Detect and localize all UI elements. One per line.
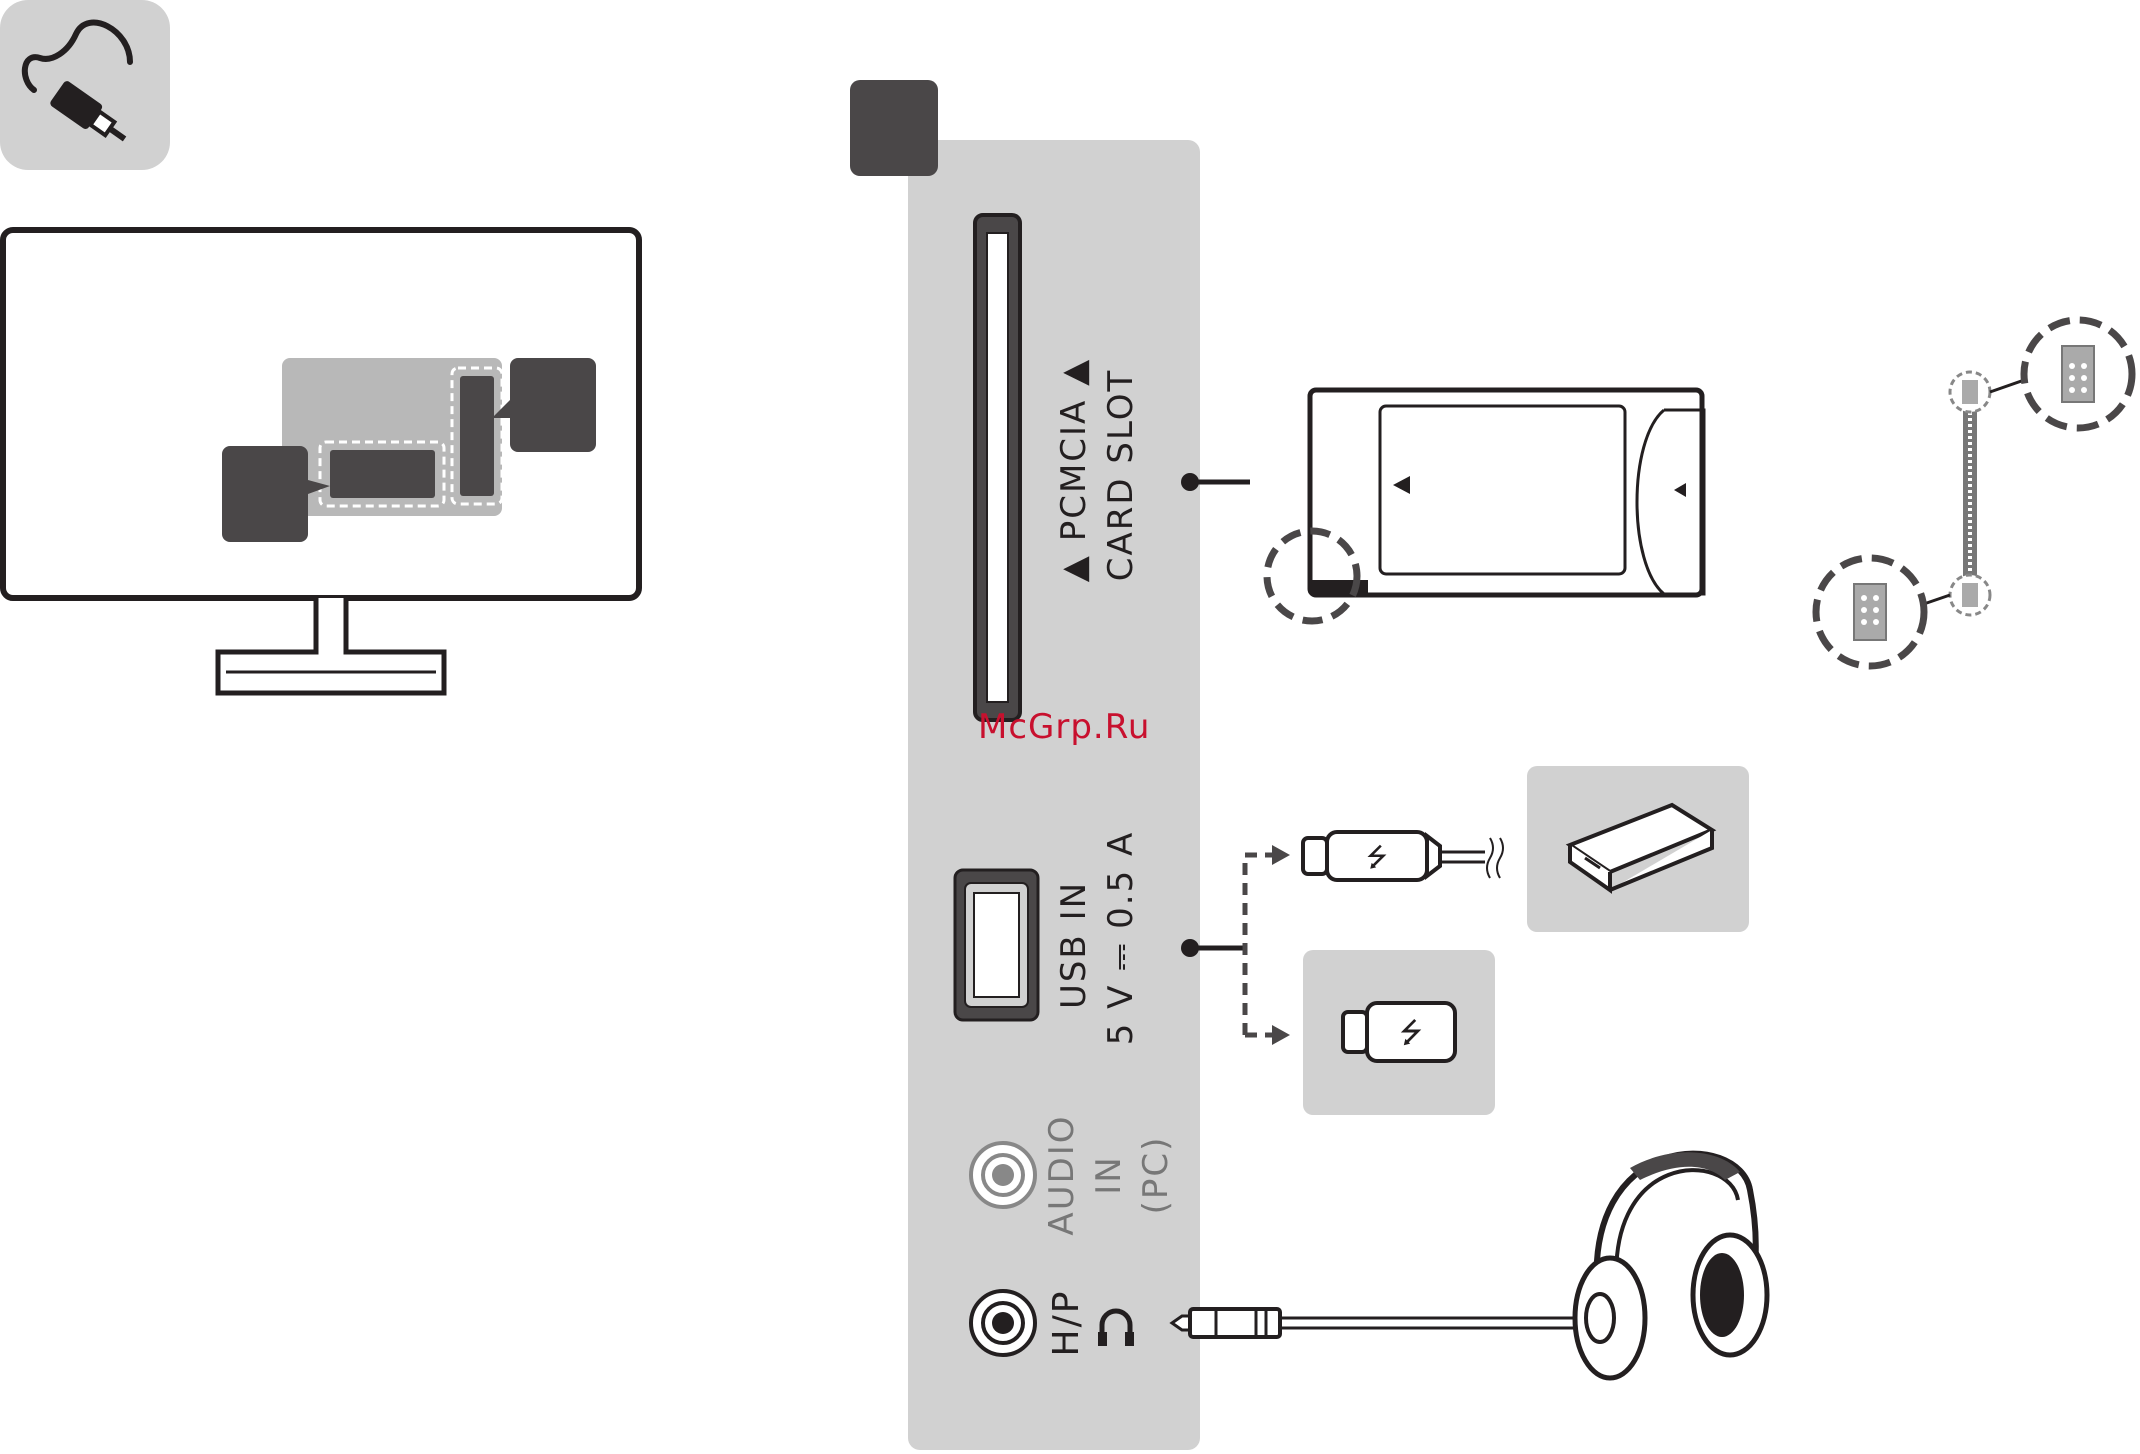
pcmcia-slot [975, 215, 1020, 720]
usb-label-line1: USB IN [1054, 881, 1094, 1009]
headphone-icon [1575, 1152, 1767, 1378]
usb-label-line2: 5 V ⎓ 0.5 A [1101, 831, 1141, 1046]
external-hdd-icon [1527, 766, 1749, 932]
svg-text:⭍: ⭍ [1399, 1016, 1422, 1049]
step-marker-box [850, 80, 938, 176]
watermark: McGrp.Ru [978, 707, 1150, 747]
ci-module-card-icon [1267, 390, 1704, 621]
headphone-jack-icon [971, 1291, 1035, 1355]
pcmcia-label-line1: ▲ PCMCIA ▲ [1054, 358, 1094, 583]
pcmcia-label-line2: CARD SLOT [1101, 369, 1141, 581]
usb-cable-icon: ⭍ [1303, 832, 1503, 880]
usb-dashed-arrows [1245, 845, 1290, 1045]
tv-monitor-icon [3, 230, 639, 693]
cable-connect-icon [0, 0, 170, 170]
audio-label-line2: IN [1089, 1155, 1129, 1194]
svg-text:⭍: ⭍ [1366, 843, 1388, 873]
ribbon-cable-icon [1816, 320, 2132, 666]
audio-label-line3: (PC) [1136, 1136, 1176, 1215]
usb-flash-drive-icon: ⭍ [1303, 950, 1495, 1115]
audio-jack-icon [971, 1143, 1035, 1207]
connection-panel [850, 80, 1200, 1450]
hp-label: H/P [1046, 1290, 1087, 1357]
usb-port [955, 870, 1038, 1020]
headphone-plug [1172, 1309, 1575, 1337]
audio-label-line1: AUDIO [1042, 1114, 1082, 1235]
